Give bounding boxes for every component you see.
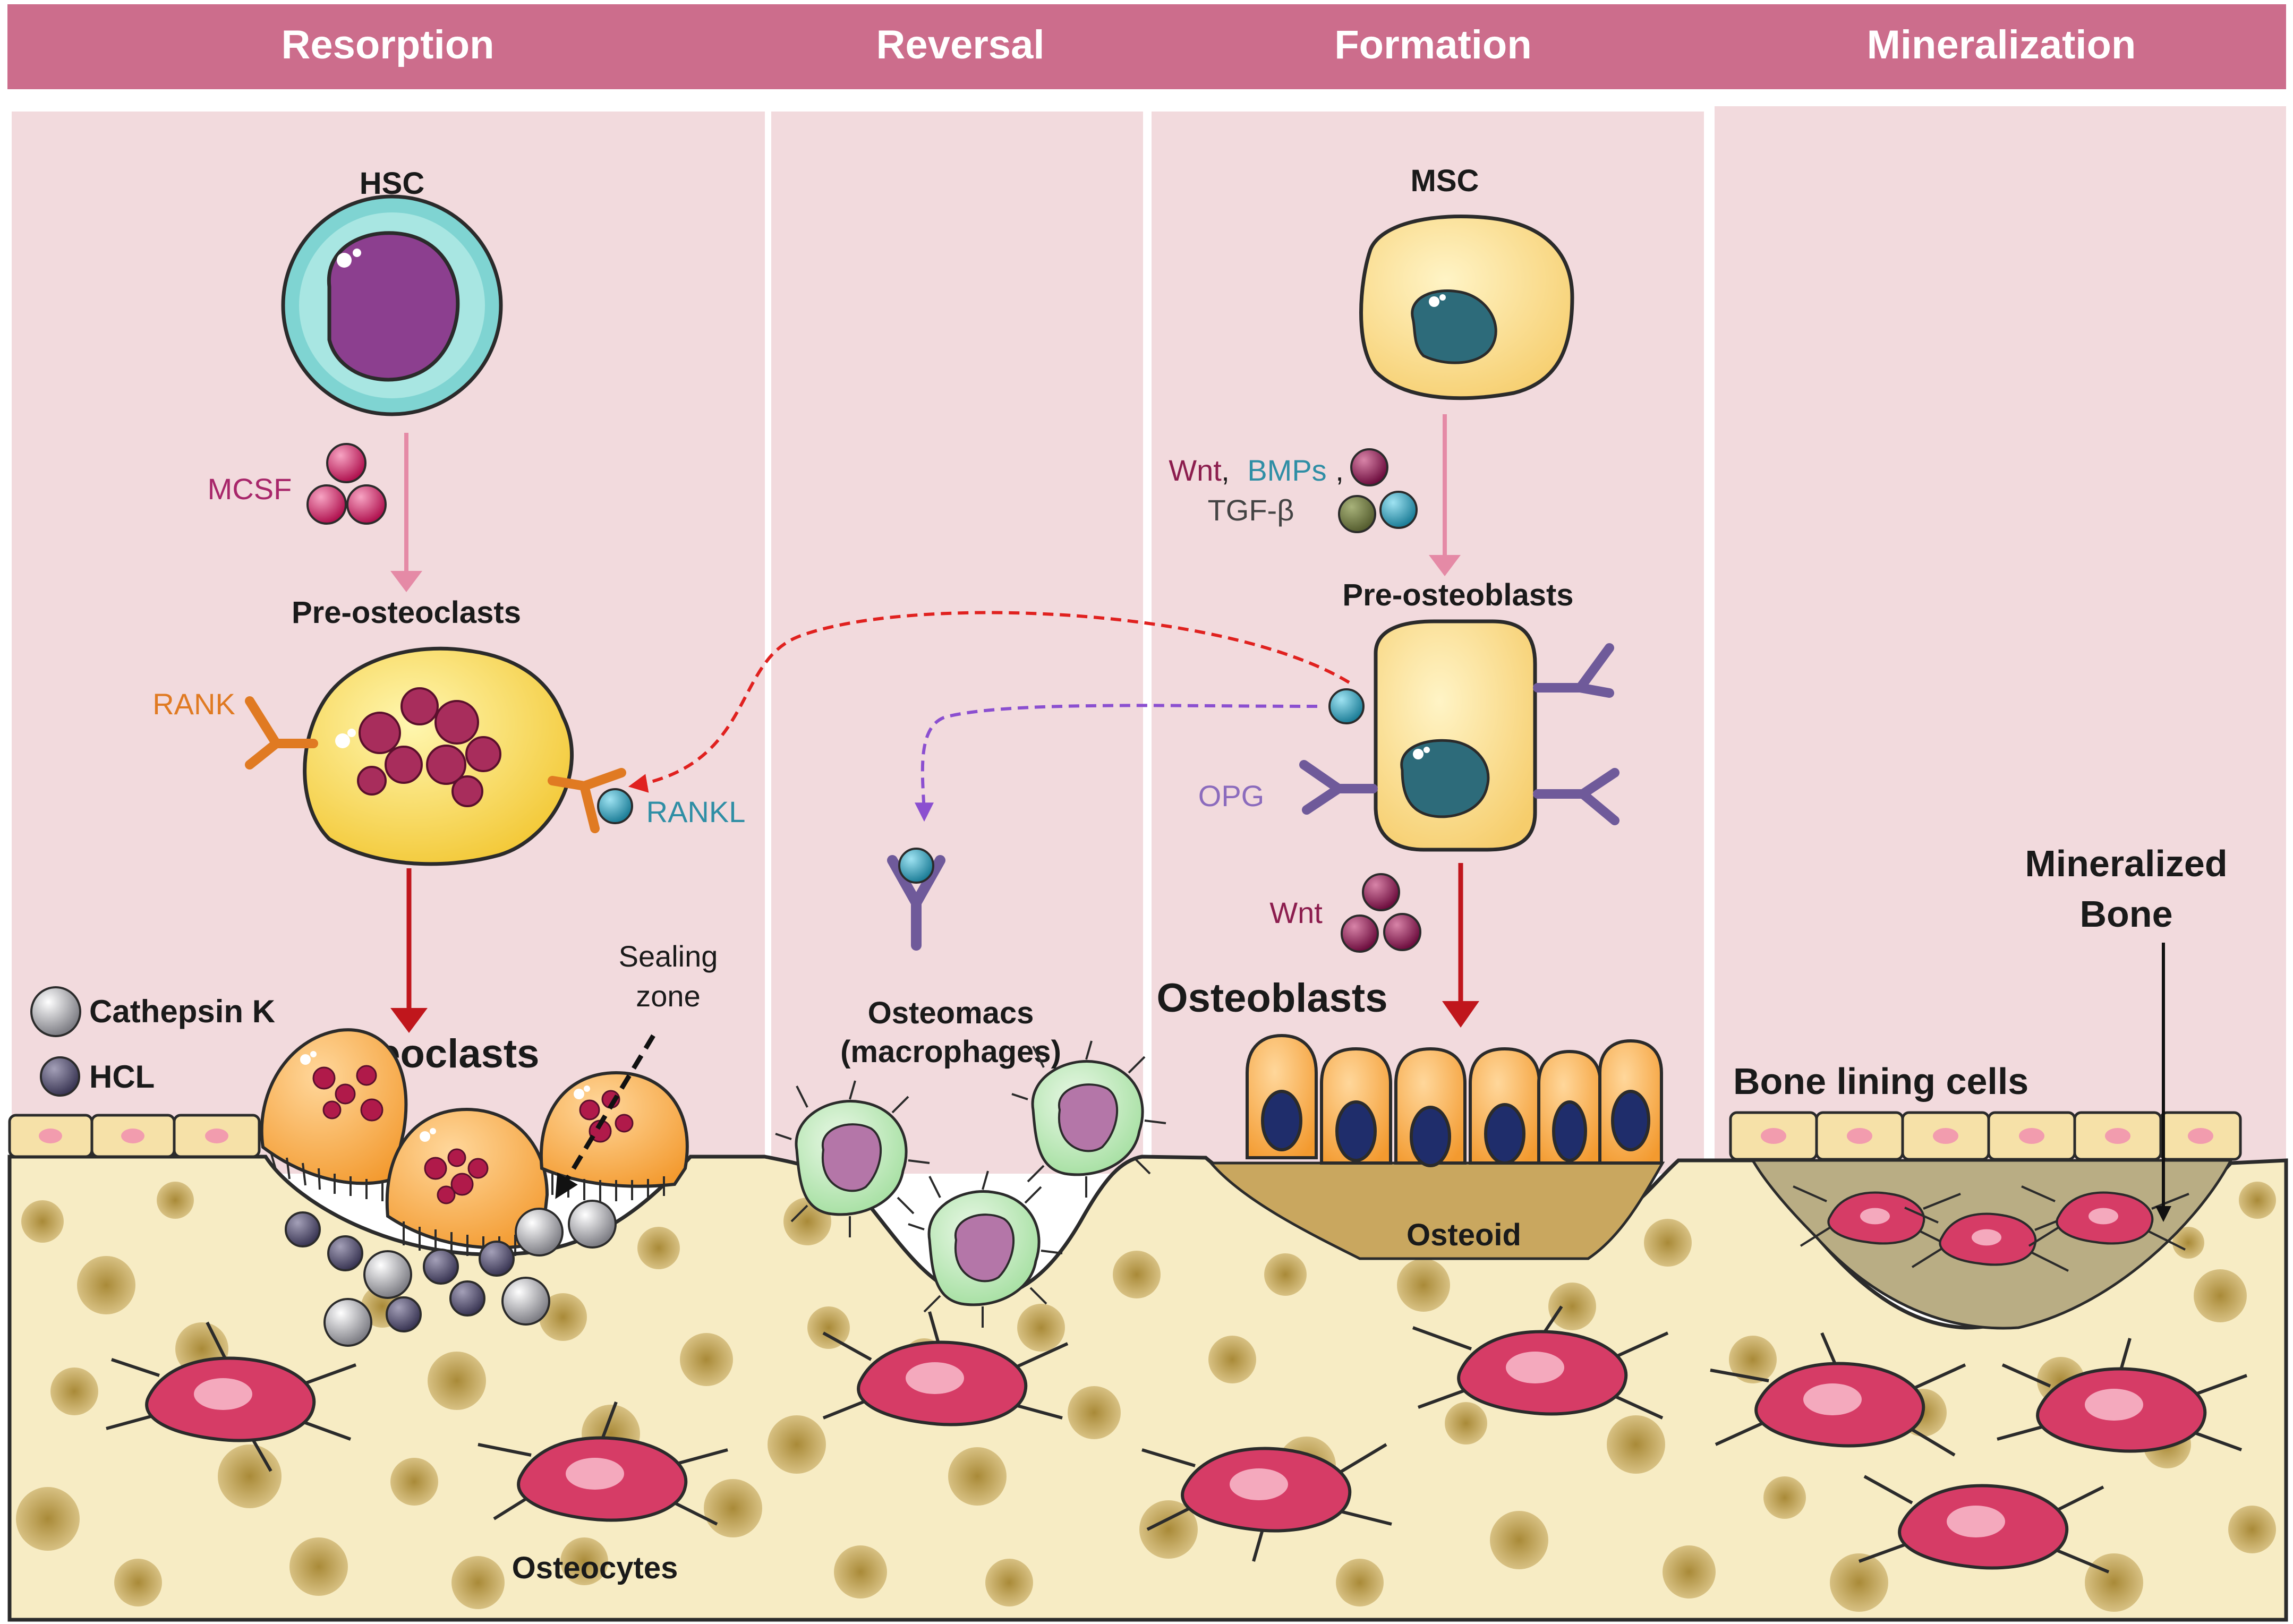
opg-rankl-complex [887,848,945,951]
resorption-particles [285,1200,617,1347]
wnt-separator-1: , [1221,454,1230,487]
osteoblasts-label: Osteoblasts [1156,976,1387,1021]
hcl-legend-icon [40,1056,80,1097]
mcsf-molecules [306,443,387,525]
osteoclast-nuclei [312,1065,634,1204]
osteomacs-label-1: Osteomacs [868,996,1034,1030]
arrowhead-hsc [390,571,422,592]
mcsf-label: MCSF [208,472,292,506]
rankl-bound [597,788,633,824]
osteoblast-cells [1246,1033,1663,1167]
osteomac-cells [775,1040,1166,1328]
header-band [7,4,2286,89]
sealing-zone-label-1: Sealing [619,939,718,973]
rankl-red-dashed-arrow [628,611,1350,793]
pre-osteoclasts-label: Pre-osteoclasts [292,595,521,630]
osteoclast-highlights [300,1051,590,1142]
rankl-label: RANKL [646,795,746,828]
opg-label: OPG [1198,779,1264,813]
bmps-separator: , [1335,454,1344,487]
hcl-label: HCL [89,1059,155,1095]
rank-receptor-right [548,768,626,833]
mineralized-bone-label-1: Mineralized [2025,843,2227,884]
bone-lining-cells-label: Bone lining cells [1733,1061,2028,1102]
sealing-zone-label-2: zone [636,979,700,1013]
arrowhead-msc [1429,555,1461,576]
arrowhead-osteoblast [1442,1001,1479,1028]
osteocytes [106,1185,2248,1574]
wnt2-label: Wnt [1269,896,1323,929]
phase-formation: Formation [1334,22,1532,67]
hsc-cell [281,194,503,416]
rankl-purple-dashed-arrow [914,704,1318,822]
msc-cell [1359,215,1574,400]
panel-reversal [771,112,1143,1174]
cathepsin-k-legend-icon [30,986,81,1037]
sealing-zone-arrow [555,1034,655,1199]
pre-osteoclast-cell [303,646,574,866]
lining-cells-left [8,1114,261,1158]
pre-osteoblasts-label: Pre-osteoblasts [1342,578,1573,612]
wnt2-molecules [1341,873,1421,953]
rank-label: RANK [152,687,235,721]
phase-reversal: Reversal [876,22,1045,67]
cathepsin-k-label: Cathepsin K [89,994,275,1029]
bmps-label: BMPs [1247,454,1326,487]
msc-label: MSC [1411,164,1479,198]
opg-receptors [1299,643,1619,825]
arrowhead-osteoclast [390,1008,428,1033]
panel-mineralization [1715,106,2286,1174]
osteoid-label: Osteoid [1407,1218,1521,1252]
rank-receptor-left [245,696,318,770]
osteoid-region [1208,1161,1665,1260]
mineralized-bone-label-2: Bone [2080,893,2173,935]
osteomacs-label-2: (macrophages) [840,1035,1061,1069]
wnt-label: Wnt [1169,454,1222,487]
pre-osteoblast-cell [1374,619,1537,852]
phase-mineralization: Mineralization [1867,22,2136,67]
lining-cells-right [1729,1111,2242,1161]
tgfb-label: TGF-β [1208,493,1294,527]
growth-factor-molecules [1338,448,1418,533]
rankl-on-preosteoblast [1328,688,1365,724]
osteocytes-label: Osteocytes [512,1551,678,1585]
phase-resorption: Resorption [281,22,494,67]
